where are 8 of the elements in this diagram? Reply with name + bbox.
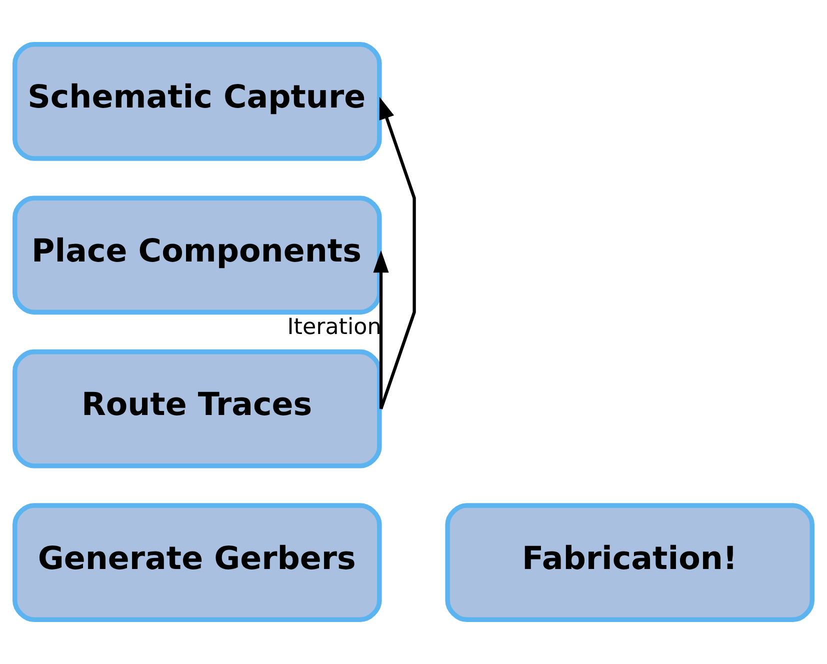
node-box: Fabrication! — [445, 503, 814, 622]
node-box: Route Traces — [12, 349, 382, 468]
edge-label: Iteration — [287, 314, 382, 340]
arrow — [379, 96, 416, 410]
node-box: Generate Gerbers — [12, 503, 382, 622]
node-box: Schematic Capture — [12, 42, 382, 161]
arrow — [373, 250, 389, 409]
node-box: Place Components — [12, 196, 382, 315]
